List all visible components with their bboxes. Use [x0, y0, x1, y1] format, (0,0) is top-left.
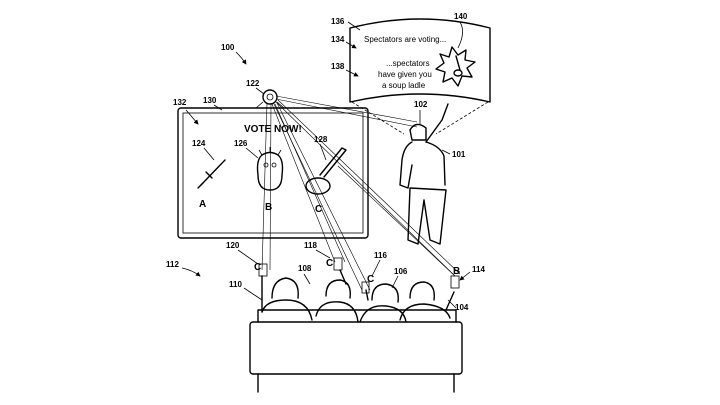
vote-b-spectator-114: B [453, 266, 460, 277]
ref-108: 108 [298, 264, 312, 273]
ref-136: 136 [331, 17, 345, 26]
soup-ladle-starburst-icon [436, 47, 475, 86]
ref-118: 118 [304, 241, 317, 250]
ref-110: 110 [229, 280, 242, 289]
ref-134: 134 [331, 35, 345, 44]
hmd-result-line-1: ...spectators [386, 59, 430, 68]
hmd-status-text: Spectators are voting... [364, 35, 446, 44]
option-a-label: A [199, 199, 206, 210]
ref-126: 126 [234, 139, 248, 148]
couch [250, 310, 462, 392]
ref-101: 101 [452, 150, 466, 159]
screen-vote-title: VOTE NOW! [244, 124, 302, 135]
option-c-label: C [315, 204, 322, 215]
spectator-104 [400, 276, 459, 320]
ref-128: 128 [314, 135, 328, 144]
hmd-result-line-2: have given you [378, 70, 432, 79]
spectator-106 [360, 282, 406, 322]
ref-114: 114 [472, 265, 485, 274]
hmd-result-line-3: a soup ladle [382, 81, 426, 90]
ref-124: 124 [192, 139, 206, 148]
ref-104: 104 [455, 303, 469, 312]
ref-106: 106 [394, 267, 408, 276]
ref-100: 100 [221, 43, 235, 52]
ref-138: 138 [331, 62, 345, 71]
vote-c-spectator-116: C [367, 274, 374, 285]
ref-112: 112 [166, 260, 179, 269]
creature-icon [258, 147, 283, 190]
display-screen: VOTE NOW! A B C [178, 108, 368, 238]
ref-140: 140 [454, 12, 468, 21]
ref-116: 116 [374, 251, 387, 260]
vote-c-spectator-118: C [326, 258, 333, 269]
ref-102: 102 [414, 100, 428, 109]
ref-130: 130 [203, 96, 217, 105]
ref-132: 132 [173, 98, 187, 107]
option-b-label: B [265, 202, 272, 213]
sword-icon [198, 160, 225, 188]
ref-120: 120 [226, 241, 240, 250]
ref-122: 122 [246, 79, 260, 88]
